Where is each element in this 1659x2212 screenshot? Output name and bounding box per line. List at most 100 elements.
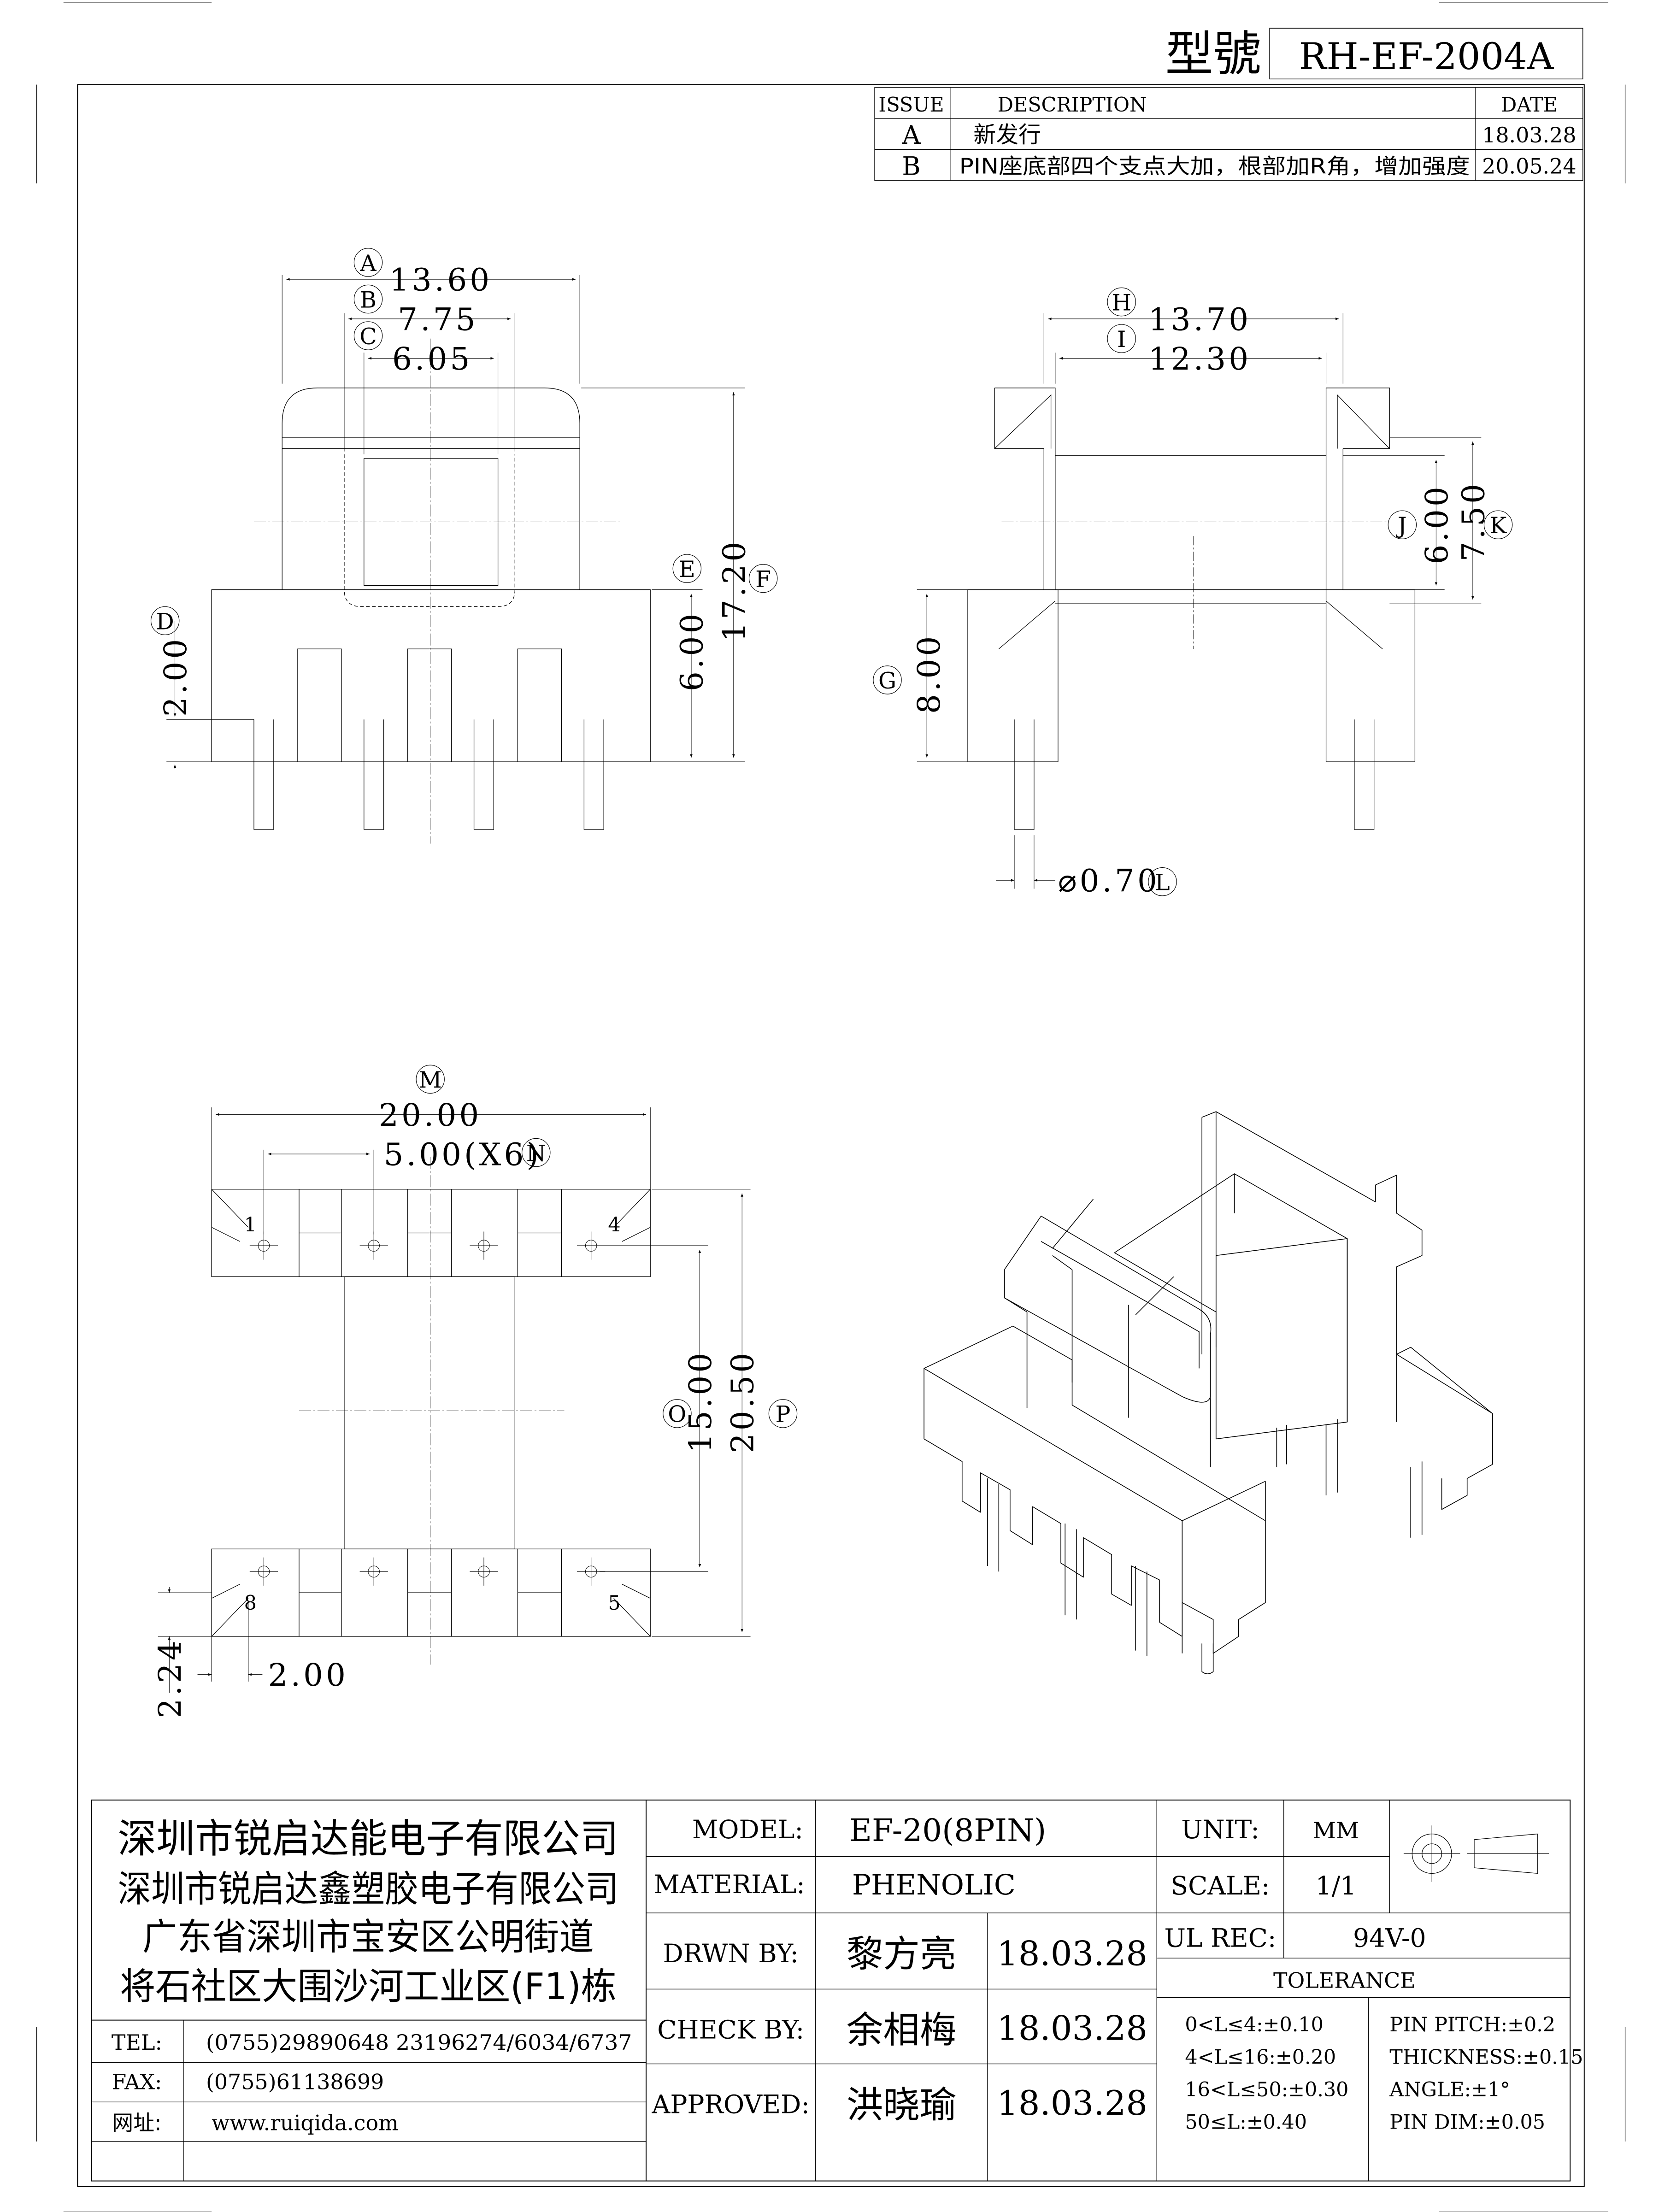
pin-number-1: 1 (244, 1213, 257, 1236)
approved-name: 洪晓瑜 (847, 2083, 957, 2126)
tol-angle: ANGLE:±1° (1389, 2078, 1510, 2101)
svg-text:C: C (359, 324, 377, 350)
drawn-by-name: 黎方亮 (847, 1932, 957, 1975)
bottom-view (212, 1157, 650, 1665)
pin-number-5: 5 (608, 1592, 620, 1615)
title-block (92, 1800, 1570, 2181)
drawn-by-date: 18.03.28 (997, 1934, 1147, 1973)
svg-text:D: D (156, 608, 174, 635)
rev-b-issue: B (902, 152, 921, 181)
fax-value: (0755)61138699 (206, 2070, 384, 2094)
scale-label: SCALE: (1171, 1871, 1270, 1900)
svg-text:I: I (1117, 326, 1126, 353)
svg-text:O: O (668, 1401, 686, 1428)
svg-text:M: M (419, 1067, 442, 1093)
fax-label: FAX: (112, 2070, 162, 2094)
dim-j-value: 6.00 (1418, 484, 1455, 564)
company-line-2: 深圳市锐启达鑫塑胶电子有限公司 (118, 1868, 619, 1911)
material-value: PHENOLIC (852, 1869, 1016, 1901)
dim-g-value: 8.00 (911, 634, 947, 714)
bottom-view-dims (158, 1107, 751, 1693)
dim-h-value: 13.70 (1148, 301, 1251, 337)
svg-text:K: K (1490, 512, 1507, 539)
dim-p-value: 20.50 (724, 1350, 761, 1453)
dim-k-value: 7.50 (1455, 481, 1491, 561)
dim-e-value: 6.00 (673, 611, 710, 691)
dim-label-o: O15.00 (663, 1350, 718, 1453)
model-number: RH-EF-2004A (1299, 35, 1554, 78)
svg-text:N: N (526, 1140, 546, 1166)
svg-text:A: A (359, 250, 377, 276)
dim-label-d: D2.00 (151, 606, 194, 717)
web-value: www.ruiqida.com (212, 2110, 399, 2135)
tol-thickness: THICKNESS:±0.15 (1389, 2046, 1583, 2069)
dim-o-value: 15.00 (682, 1350, 718, 1453)
dim-label-c: C6.05 (354, 322, 470, 377)
dim-label-a: A 13.60 (354, 248, 492, 298)
dim-d-value: 2.00 (157, 636, 194, 717)
side-view (968, 388, 1415, 830)
drawing-border (77, 85, 1584, 2187)
rev-header-date: DATE (1501, 94, 1558, 117)
rev-a-description: 新发行 (973, 122, 1041, 148)
unit-label: UNIT: (1181, 1815, 1259, 1844)
side-view-dims (917, 313, 1481, 889)
rev-a-date: 18.03.28 (1482, 123, 1576, 147)
dim-n-value: 5.00(X6) (384, 1136, 541, 1173)
approved-label: APPROVED: (652, 2090, 810, 2119)
rev-b-description: PIN座底部四个支点大加，根部加R角，增加强度 (959, 154, 1470, 179)
trim-marks (37, 3, 1625, 2212)
svg-text:B: B (360, 287, 377, 313)
tel-label: TEL: (112, 2030, 162, 2055)
revision-table (875, 88, 1583, 181)
drawn-by-label: DRWN BY: (663, 1939, 798, 1968)
projection-symbol-icon (1404, 1825, 1549, 1882)
tel-value: (0755)29890648 23196274/6034/6737 (206, 2030, 632, 2055)
svg-text:H: H (1112, 289, 1131, 316)
rev-a-issue: A (902, 120, 921, 150)
unit-value: MM (1313, 1818, 1359, 1844)
svg-text:P: P (776, 1401, 791, 1428)
svg-text:F: F (755, 566, 771, 592)
model-no-box (1270, 28, 1583, 79)
model-label: 型號 (1165, 26, 1261, 82)
ul-value: 94V-0 (1353, 1923, 1426, 1953)
dim-label-i: I 12.30 (1107, 324, 1251, 377)
svg-text:L: L (1155, 870, 1170, 896)
dim-label-j: J 6.00 (1388, 484, 1455, 564)
dim-bottom-gap: 2.00 (268, 1657, 348, 1693)
dim-m-value: 20.00 (379, 1097, 482, 1133)
dim-bottom-offset: 2.24 (152, 1638, 188, 1718)
tol-general-3: 16<L≤50:±0.30 (1185, 2078, 1348, 2101)
tol-general-2: 4<L≤16:±0.20 (1185, 2046, 1336, 2069)
company-line-4: 将石社区大围沙河工业区(F1)栋 (120, 1965, 617, 2008)
material-label: MATERIAL: (653, 1870, 805, 1899)
tol-pin-pitch: PIN PITCH:±0.2 (1389, 2013, 1555, 2036)
model-field-value: EF-20(8PIN) (849, 1812, 1046, 1848)
dim-label-b: B 7.75 (354, 285, 478, 337)
company-line-1: 深圳市锐启达能电子有限公司 (118, 1816, 619, 1862)
svg-text:E: E (679, 556, 695, 582)
check-by-date: 18.03.28 (997, 2009, 1147, 2048)
dim-label-n: N5.00(X6) (384, 1136, 550, 1173)
dim-label-l: L⌀0.70 (1058, 863, 1177, 899)
dim-a-value: 13.60 (389, 262, 492, 298)
svg-text:J: J (1395, 512, 1407, 539)
tolerance-label: TOLERANCE (1273, 1968, 1416, 1993)
rev-header-description: DESCRIPTION (998, 94, 1147, 117)
dim-label-f: F17.20 (716, 539, 777, 642)
check-by-name: 余相梅 (847, 2009, 957, 2052)
web-label: 网址: (112, 2110, 161, 2135)
dim-label-m: M 20.00 (379, 1065, 482, 1133)
pin-number-8: 8 (244, 1592, 257, 1615)
dim-i-value: 12.30 (1148, 341, 1251, 377)
ul-label: UL REC: (1164, 1923, 1276, 1953)
isometric-view (924, 1112, 1493, 1674)
model-field-label: MODEL: (692, 1815, 803, 1844)
scale-value: 1/1 (1316, 1871, 1357, 1900)
dim-b-value: 7.75 (398, 301, 478, 337)
tol-general-1: 0<L≤4:±0.10 (1185, 2013, 1324, 2036)
rev-b-date: 20.05.24 (1482, 154, 1576, 179)
